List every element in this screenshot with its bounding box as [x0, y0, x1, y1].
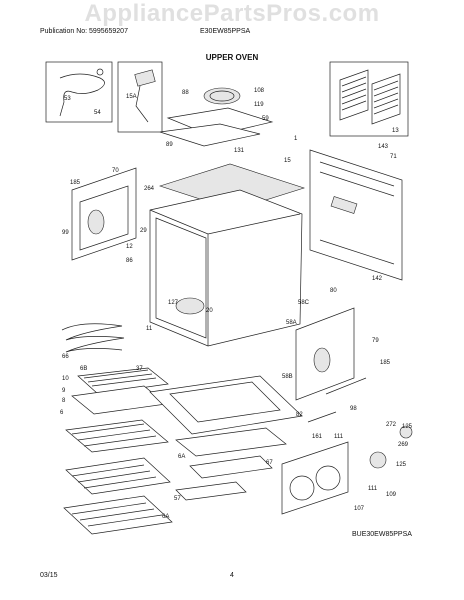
callout: 11 — [146, 326, 153, 332]
callout: 89 — [166, 142, 173, 148]
callout: 161 — [312, 434, 323, 440]
callout: 1 — [294, 136, 298, 142]
callout: 20 — [206, 308, 213, 314]
callout: 127 — [168, 300, 179, 306]
watermark: AppliancePartsPros.com — [84, 0, 380, 27]
callout: 67 — [266, 460, 273, 466]
model-number: E30EW85PPSA — [200, 28, 251, 35]
rack-inset-drawing — [339, 69, 401, 125]
callout: 12 — [126, 244, 133, 250]
bracket-drawing — [134, 69, 156, 87]
callout: 57 — [174, 496, 181, 502]
callout: 111 — [368, 486, 378, 492]
callout: 185 — [70, 180, 81, 186]
callout: 13 — [392, 128, 399, 134]
element-coil-drawing — [203, 87, 241, 105]
inset-box-15a — [117, 61, 163, 133]
door-frame-drawing — [149, 375, 303, 435]
callout: 6B — [80, 366, 87, 372]
callout: 59 — [262, 116, 269, 122]
callout: 125 — [402, 424, 413, 430]
footer-date: 03/15 — [40, 572, 58, 579]
rack-8-drawing — [65, 419, 169, 453]
callout: 264 — [144, 186, 155, 192]
callout: 80 — [330, 288, 337, 294]
callout: 54 — [94, 110, 101, 116]
rear-panel-drawing — [309, 149, 403, 281]
inset-box-13 — [329, 61, 409, 137]
callout: 272 — [386, 422, 397, 428]
oven-cavity-drawing — [149, 189, 303, 347]
callout: 125 — [396, 462, 407, 468]
callout: 107 — [354, 506, 365, 512]
rack-6a-drawing — [63, 495, 173, 535]
drawing-id: BUE30EW85PPSA — [352, 531, 412, 538]
callout: 108 — [254, 88, 265, 94]
callout: 185 — [380, 360, 391, 366]
callout: 99 — [62, 230, 69, 236]
sensor-cable-drawing — [59, 73, 105, 117]
callout: 98 — [350, 406, 357, 412]
callout: 70 — [112, 168, 119, 174]
broil-element-drawing — [61, 323, 125, 353]
callout: 71 — [390, 154, 397, 160]
inset-box-53-54 — [45, 61, 113, 123]
footer-page: 4 — [230, 572, 234, 579]
callout: 66 — [62, 354, 69, 360]
callout: 88 — [182, 90, 189, 96]
callout: 9 — [62, 388, 66, 394]
callout: 119 — [254, 102, 264, 108]
callout: 86 — [126, 258, 133, 264]
rack-9-drawing — [71, 385, 167, 415]
callout: 6 — [60, 410, 64, 416]
callout: 79 — [372, 338, 379, 344]
pan-drawing — [175, 427, 287, 457]
fan-blade-drawing — [369, 451, 387, 469]
callout: 82 — [296, 412, 303, 418]
callout-labels: 53 54 15A 108 88 119 59 89 131 1 15 143 … — [60, 88, 413, 520]
callout: 53 — [64, 96, 71, 102]
callout: 15 — [284, 158, 291, 164]
callout: 29 — [140, 228, 147, 234]
callout: 15A — [126, 94, 137, 100]
callout: 131 — [234, 148, 245, 154]
callout: 10 — [62, 376, 69, 382]
callout: 6A — [178, 454, 185, 460]
fan-cover-drawing — [281, 441, 349, 515]
callout: 58C — [298, 300, 310, 306]
callout: 109 — [386, 492, 397, 498]
callout: 37 — [136, 366, 143, 372]
callout: 6A — [162, 514, 169, 520]
publication-number: Publication No: 5995659207 — [40, 28, 128, 35]
callout: 269 — [398, 442, 409, 448]
callout: 111 — [334, 434, 344, 440]
callout: 58B — [282, 374, 293, 380]
callout: 8 — [62, 398, 66, 404]
callout: 143 — [378, 144, 389, 150]
callout: 58A — [286, 320, 297, 326]
section-title: UPPER OVEN — [205, 53, 259, 62]
callout: 142 — [372, 276, 383, 282]
